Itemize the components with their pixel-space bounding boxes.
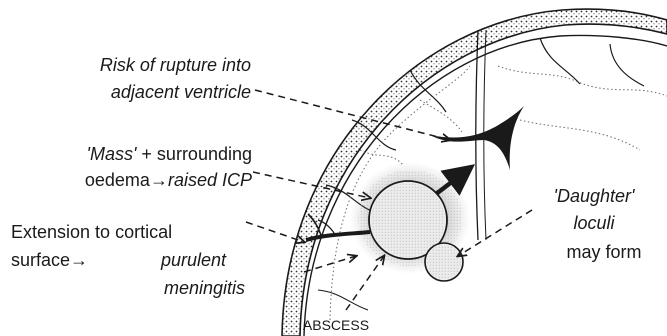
label-may-form: may form [566,242,641,262]
arrow-glyph: → [70,250,88,270]
label-oedema-word: oedema [85,170,151,190]
sulcus [540,38,580,84]
pointer-mass [253,172,370,198]
sulcus [610,44,644,86]
label-surface: surface→ [11,250,88,270]
label-meningitis: meningitis [164,278,245,298]
arrow-glyph: → [150,170,168,190]
label-rupture-line1: Risk of rupture into [100,55,251,75]
label-abscess: ABSCESS [303,317,369,333]
label-purulent: purulent [160,250,227,270]
skull [282,9,667,336]
label-oedema: oedema→raised ICP [85,170,252,190]
label-loculi: loculi [573,213,615,233]
daughter-loculus [425,243,463,281]
label-extension: Extension to cortical [11,222,172,242]
brain-outline [304,30,667,336]
label-raised-icp: raised ICP [168,170,252,190]
label-surface-word: surface [11,250,70,270]
label-mass: 'Mass' + surrounding [87,144,252,164]
pointer-extension [246,222,304,242]
sulcus [318,290,368,310]
label-mass-quote: 'Mass' [87,144,137,164]
label-rupture-line2: adjacent ventricle [111,82,251,102]
label-daughter: 'Daughter' [554,186,635,206]
label-mass-plus: + surrounding [136,144,252,164]
